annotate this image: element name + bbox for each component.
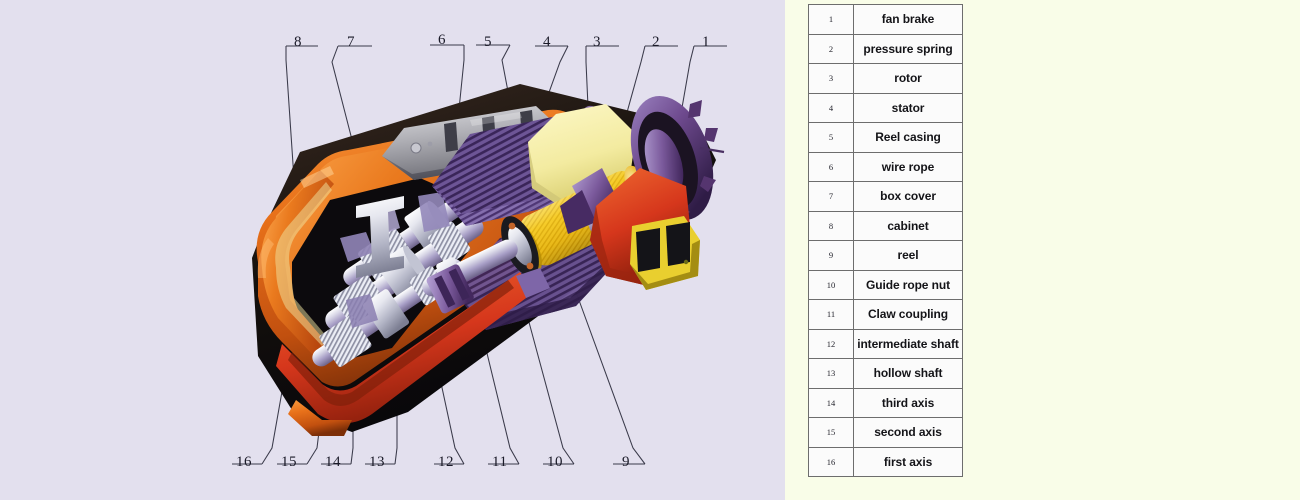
row-label: Claw coupling [853,299,963,330]
legend-panel: 1 fan brake 2 pressure spring 3 rotor 4 … [785,0,1300,500]
row-number: 10 [808,269,854,300]
table-row: 2 pressure spring [808,33,963,64]
table-row: 9 reel [808,240,963,271]
row-number: 15 [808,417,854,448]
row-number: 6 [808,151,854,182]
row-label: stator [853,92,963,123]
hoist-assembly [252,84,725,436]
table-row: 7 box cover [808,181,963,212]
support-bracket [356,196,404,278]
table-row: 5 Reel casing [808,122,963,153]
table-row: 1 fan brake [808,4,963,35]
callout-2: 2 [652,34,660,50]
table-row: 4 stator [808,92,963,123]
row-label: Guide rope nut [853,269,963,300]
row-label: third axis [853,387,963,418]
callout-13: 13 [369,454,385,470]
row-number: 7 [808,181,854,212]
claw-coupling [426,264,474,314]
callout-14: 14 [325,454,341,470]
row-label: first axis [853,446,963,477]
callout-12: 12 [438,454,454,470]
callout-8: 8 [294,34,302,50]
table-row: 14 third axis [808,387,963,418]
row-number: 16 [808,446,854,477]
row-number: 12 [808,328,854,359]
row-label: fan brake [853,4,963,35]
table-row: 13 hollow shaft [808,358,963,389]
row-label: reel [853,240,963,271]
callout-9: 9 [622,454,630,470]
row-number: 1 [808,4,854,35]
callout-6: 6 [438,32,446,48]
table-row: 11 Claw coupling [808,299,963,330]
row-number: 4 [808,92,854,123]
table-row: 8 cabinet [808,210,963,241]
parts-legend-table: 1 fan brake 2 pressure spring 3 rotor 4 … [808,4,963,477]
diagram-panel: 8 7 6 5 4 3 2 1 16 15 14 13 12 11 10 9 [0,0,785,500]
table-row: 16 first axis [808,446,963,477]
row-number: 2 [808,33,854,64]
cabinet-foot [288,400,352,436]
table-row: 15 second axis [808,417,963,448]
callout-16: 16 [236,454,252,470]
row-number: 14 [808,387,854,418]
callout-5: 5 [484,34,492,50]
row-label: hollow shaft [853,358,963,389]
callout-11: 11 [492,454,508,470]
callout-1: 1 [702,34,710,50]
row-number: 11 [808,299,854,330]
cabinet-wall-edge-light [275,182,332,346]
row-number: 3 [808,63,854,94]
table-row: 3 rotor [808,63,963,94]
table-row: 6 wire rope [808,151,963,182]
row-number: 9 [808,240,854,271]
guide-rope-nut [516,268,550,298]
row-number: 8 [808,210,854,241]
row-number: 5 [808,122,854,153]
row-label: pressure spring [853,33,963,64]
hoist-cutaway-illustration [232,44,727,465]
row-label: second axis [853,417,963,448]
terminal-box [630,216,700,290]
row-number: 13 [808,358,854,389]
callout-7: 7 [347,34,355,50]
row-label: wire rope [853,151,963,182]
row-label: rotor [853,63,963,94]
callout-10: 10 [547,454,563,470]
table-row: 10 Guide rope nut [808,269,963,300]
callout-3: 3 [593,34,601,50]
callout-15: 15 [281,454,297,470]
row-label: intermediate shaft [853,328,963,359]
callout-4: 4 [543,34,551,50]
row-label: cabinet [853,210,963,241]
row-label: Reel casing [853,122,963,153]
row-label: box cover [853,181,963,212]
table-row: 12 intermediate shaft [808,328,963,359]
cabinet-wall-thickness [261,170,334,356]
